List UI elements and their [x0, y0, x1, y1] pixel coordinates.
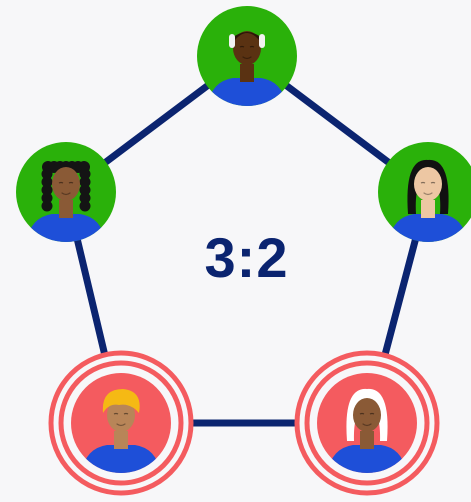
person-node-left[interactable] [16, 142, 116, 252]
person-blond-hair-icon [81, 389, 161, 473]
person-short-dark-hair-icon [207, 31, 287, 106]
person-node-right[interactable] [378, 142, 471, 252]
person-white-hair-icon [327, 388, 407, 473]
highlight-ring-inner [304, 360, 430, 486]
person-node-top[interactable] [197, 6, 297, 116]
person-long-black-hair-icon [388, 159, 468, 242]
person-node-bottom-left[interactable] [48, 350, 194, 496]
ratio-label: 3:2 [204, 226, 289, 289]
person-curly-hair-icon [26, 161, 106, 242]
highlight-ring-inner [58, 360, 184, 486]
person-nodes [16, 6, 471, 496]
person-node-bottom-right[interactable] [294, 350, 440, 496]
